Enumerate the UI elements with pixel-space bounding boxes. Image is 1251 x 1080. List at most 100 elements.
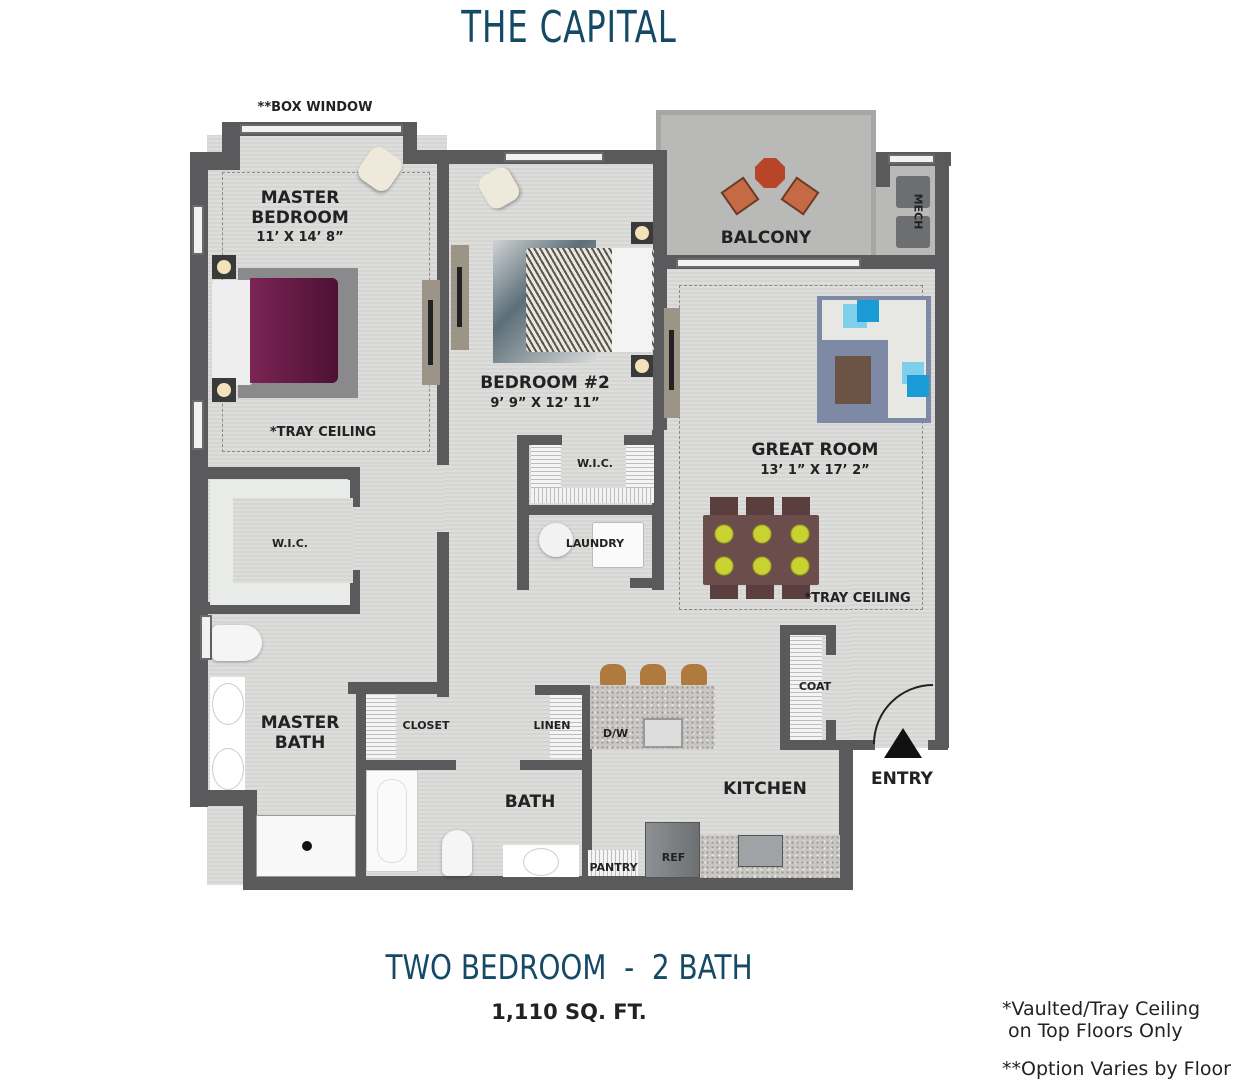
vanity — [503, 845, 579, 877]
wall — [780, 740, 875, 750]
wall — [517, 435, 562, 445]
wall — [437, 532, 449, 697]
window — [192, 205, 204, 255]
mech-label: MECH — [911, 193, 925, 230]
tray-ceiling-outline — [679, 285, 923, 610]
bed-pillows — [212, 280, 252, 385]
window — [676, 258, 861, 268]
floor-plan: **BOX WINDOW MASTER BEDROOM 11’ X 14’ 8”… — [190, 100, 951, 890]
closet-shelf — [531, 445, 561, 495]
floor-bedroom2 — [445, 162, 660, 592]
pillow — [857, 300, 879, 322]
wall — [583, 685, 593, 745]
footnote-option: **Option Varies by Floor — [1002, 1058, 1231, 1080]
toilet — [442, 830, 472, 876]
kitchen-sink — [643, 718, 683, 748]
wall — [200, 467, 360, 479]
window — [504, 152, 604, 162]
wall — [243, 790, 257, 890]
balcony-label: BALCONY — [720, 228, 812, 248]
toilet — [212, 625, 262, 661]
wall — [517, 505, 662, 515]
wall — [876, 152, 890, 187]
window — [192, 400, 204, 450]
wall — [935, 152, 949, 748]
pillow — [907, 375, 929, 397]
window — [200, 615, 212, 660]
master-bath-label: MASTER BATH — [245, 713, 355, 753]
coat-shelf — [790, 635, 822, 740]
place-settings — [705, 518, 815, 578]
pantry-label: PANTRY — [589, 861, 638, 874]
master-bedroom-dimensions: 11’ X 14’ 8” — [256, 230, 344, 245]
linen-shelf — [550, 695, 582, 758]
kitchen-label: KITCHEN — [723, 779, 807, 799]
wall — [630, 578, 664, 588]
coat-label: COAT — [798, 680, 832, 693]
refrigerator — [645, 822, 700, 878]
closet-rod — [531, 488, 654, 503]
master-bedroom-label-line2: BEDROOM — [251, 208, 349, 228]
sink — [212, 683, 244, 725]
footnote-vaulted-line2: on Top Floors Only — [1002, 1020, 1183, 1042]
coffee-table — [835, 356, 871, 404]
mech-unit — [896, 176, 930, 208]
wall — [348, 682, 448, 694]
laundry-label: LAUNDRY — [565, 537, 625, 550]
master-bedroom-label-line1: MASTER — [260, 188, 340, 208]
page-title: THE CAPITAL — [461, 2, 677, 53]
wall — [356, 682, 366, 887]
bathtub — [366, 770, 418, 872]
bedroom2-label: BEDROOM #2 — [480, 373, 610, 393]
footnote-vaulted-line1: *Vaulted/Tray Ceiling — [1002, 998, 1201, 1020]
shower — [256, 815, 356, 877]
entry-arrow-icon — [884, 728, 922, 758]
master-bath-label-line2: BATH — [274, 733, 326, 753]
box-window — [240, 124, 403, 134]
box-window-note: **BOX WINDOW — [257, 100, 373, 115]
footnote-vaulted: *Vaulted/Tray Ceiling on Top Floors Only — [1002, 998, 1200, 1042]
dining-chairs — [710, 585, 810, 599]
bed — [250, 278, 338, 383]
wall — [928, 740, 948, 750]
wall — [653, 150, 667, 430]
wall — [826, 625, 836, 655]
tv-console — [664, 308, 680, 418]
closet-label: CLOSET — [402, 719, 450, 732]
wall — [243, 876, 853, 890]
great-room-dimensions: 13’ 1” X 17’ 2” — [760, 463, 870, 478]
bedroom2-dimensions: 9’ 9” X 12’ 11” — [490, 396, 600, 411]
window — [888, 154, 935, 164]
dining-chairs — [710, 497, 810, 515]
wall — [190, 790, 245, 806]
master-bedroom-label: MASTER BEDROOM — [235, 188, 365, 228]
wall — [520, 760, 592, 770]
great-room-label: GREAT ROOM — [751, 440, 879, 460]
laundry-sink — [592, 522, 644, 568]
sink — [212, 748, 244, 790]
tv-console — [422, 280, 440, 385]
nightstand — [631, 222, 653, 244]
wall — [624, 435, 664, 445]
wall — [839, 740, 853, 890]
mech-unit — [896, 216, 930, 248]
wall — [582, 685, 592, 885]
nightstand — [212, 378, 236, 402]
bar-stool — [681, 664, 707, 686]
unit-type: TWO BEDROOM - 2 BATH — [385, 948, 753, 988]
wall — [356, 760, 456, 770]
bed-pillows — [612, 248, 652, 352]
washer — [539, 523, 573, 557]
wall — [780, 625, 835, 635]
nightstand — [631, 355, 653, 377]
bar-stool — [600, 664, 626, 686]
wall — [437, 160, 449, 465]
great-room-tray-note: *TRAY CEILING — [804, 591, 911, 606]
dishwasher-label: D/W — [602, 727, 629, 740]
wall — [348, 467, 360, 507]
wall — [826, 720, 836, 745]
linen-label: LINEN — [533, 719, 571, 732]
bath-label: BATH — [504, 792, 556, 812]
closet-interior — [233, 498, 353, 583]
closet-shelf — [626, 445, 654, 495]
